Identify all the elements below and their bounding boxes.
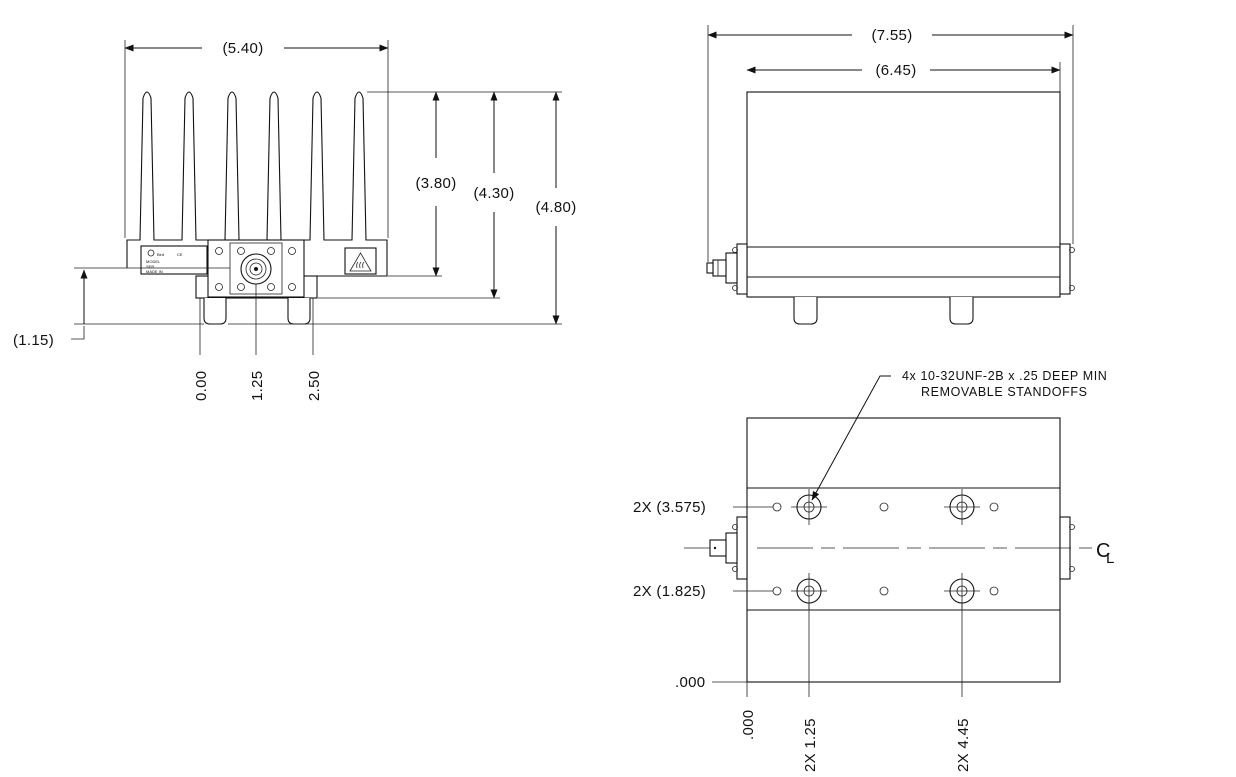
side-body-length-dim: (6.45) xyxy=(876,62,917,79)
bottom-x-datum-2: 2X 4.45 xyxy=(955,718,972,772)
overall-height-dim: (4.80) xyxy=(536,199,577,216)
standoff-callout-line2: REMOVABLE STANDOFFS xyxy=(921,385,1088,399)
front-foot-right xyxy=(287,298,311,325)
fin-height-dim: (3.80) xyxy=(416,175,457,192)
centerline-sub: L xyxy=(1106,550,1115,567)
bottom-y-datum: .000 xyxy=(675,674,705,691)
hot-surface-warning-icon xyxy=(344,247,377,275)
label-plate: Bird CE MODEL SER MADE IN xyxy=(140,245,208,275)
front-datum-2: 2.50 xyxy=(306,371,323,401)
brand-text: Bird xyxy=(157,252,164,257)
side-connector xyxy=(706,252,738,284)
upper-hole-dim: 2X (3.575) xyxy=(633,499,706,516)
side-body xyxy=(746,91,1061,298)
side-foot-right xyxy=(949,297,974,325)
side-foot-left xyxy=(793,297,818,325)
front-datum-1: 1.25 xyxy=(249,371,266,401)
centerline-symbol: C xyxy=(1096,540,1110,562)
front-view: Bird CE MODEL SER MADE IN xyxy=(13,40,577,401)
bottom-x-datum-0: .000 xyxy=(740,710,757,740)
side-view: (7.55) (6.45) xyxy=(706,25,1075,325)
standoff-hole-upper-left xyxy=(791,489,827,525)
standoff-callout-line1: 4x 10-32UNF-2B x .25 DEEP MIN xyxy=(902,369,1107,383)
label-line-3: MADE IN xyxy=(146,269,163,274)
label-line-1: MODEL xyxy=(146,259,161,264)
lower-hole-dim: 2X (1.825) xyxy=(633,583,706,600)
bottom-x-datum-1: 2X 1.25 xyxy=(802,718,819,772)
label-line-2: SER xyxy=(146,264,154,269)
standoff-hole-upper-right xyxy=(944,489,980,525)
side-overall-length-dim: (7.55) xyxy=(872,27,913,44)
connector-height-dim: (1.15) xyxy=(13,332,54,349)
front-foot-left xyxy=(203,298,227,325)
svg-text:CE: CE xyxy=(177,252,183,257)
bottom-connector xyxy=(684,532,738,564)
front-datum-0: 0.00 xyxy=(193,371,210,401)
bottom-view: C L 4x 10-32UNF-2B x .25 DEEP MIN REMOVA… xyxy=(633,369,1115,772)
bottom-body xyxy=(746,417,1061,683)
front-width-dim: (5.40) xyxy=(223,40,264,57)
body-height-dim: (4.30) xyxy=(474,185,515,202)
